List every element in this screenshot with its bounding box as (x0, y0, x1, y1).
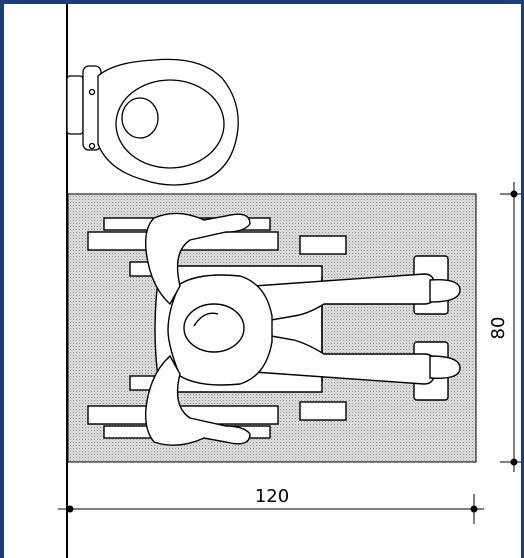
accessible-toilet-plan: 120 80 (58, 4, 521, 558)
toilet-icon (66, 58, 239, 186)
depth-dimension-label: 80 (488, 317, 509, 340)
width-dimension (58, 494, 484, 524)
wheelchair-user-icon (87, 212, 461, 446)
depth-dimension (500, 182, 521, 472)
width-dimension-label: 120 (255, 486, 289, 507)
